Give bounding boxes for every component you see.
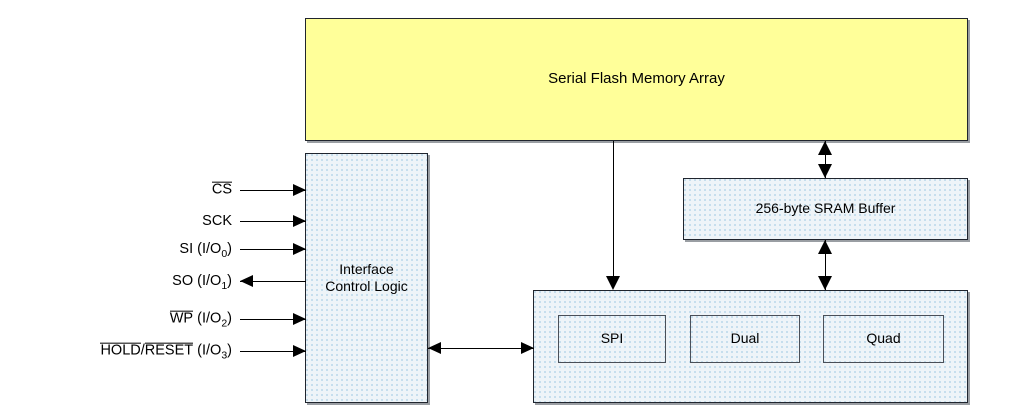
signal-label-hold-reset: HOLD/RESET (I/O3) xyxy=(100,342,232,362)
signal-si-close: ) xyxy=(227,241,232,257)
signal-hold-io: (I/O xyxy=(197,342,222,359)
signal-so-close: ) xyxy=(227,273,232,289)
signal-arrow-hold-reset xyxy=(293,344,306,357)
signal-arrow-cs xyxy=(293,183,306,196)
block-sram-buffer: 256-byte SRAM Buffer xyxy=(683,178,968,240)
interface-control-logic-label-line1: Interface xyxy=(339,260,394,277)
protocol-dual-label: Dual xyxy=(730,330,760,347)
block-serial-flash-memory-array: Serial Flash Memory Array xyxy=(305,18,968,141)
signal-reset-text: RESET xyxy=(144,342,194,359)
connector-line-memory-to-sram xyxy=(825,141,826,178)
signal-arrow-so xyxy=(240,274,253,287)
signal-label-wp: WP (I/O2) xyxy=(169,310,232,330)
signal-so-text: SO xyxy=(172,273,194,289)
signal-label-cs: CS xyxy=(211,181,232,199)
signal-line-si xyxy=(240,249,306,250)
signal-si-text: SI xyxy=(179,241,194,257)
signal-line-sck xyxy=(240,221,306,222)
signal-arrow-wp xyxy=(293,312,306,325)
connector-arrow-up-memory-to-sram xyxy=(817,141,832,155)
signal-sck-text: SCK xyxy=(202,213,232,229)
block-protocol-dual: Dual xyxy=(690,315,800,363)
connector-line-sram-to-protocol xyxy=(825,240,826,290)
interface-control-logic-label-line2: Control Logic xyxy=(325,278,408,294)
block-protocol-spi: SPI xyxy=(558,315,666,363)
connector-arrow-down-memory-to-sram xyxy=(817,164,832,178)
signal-line-wp xyxy=(240,319,306,320)
block-interface-control-logic: Interface Control Logic xyxy=(305,153,428,403)
connector-arrow-down-sram-to-protocol xyxy=(817,276,832,290)
signal-so-io: (I/O xyxy=(197,273,222,289)
signal-hold-text: HOLD xyxy=(100,342,141,359)
connector-arrow-memory-to-protocol xyxy=(605,276,620,290)
signal-si-io: (I/O xyxy=(197,241,222,257)
signal-so-subscript: 1 xyxy=(221,279,228,292)
protocol-quad-label: Quad xyxy=(866,330,901,347)
memory-array-label: Serial Flash Memory Array xyxy=(548,70,725,88)
connector-line-memory-to-protocol xyxy=(613,141,614,276)
signal-arrow-sck xyxy=(293,214,306,227)
signal-hold-close: ) xyxy=(227,342,232,359)
signal-wp-io: (I/O xyxy=(197,310,222,327)
signal-arrow-si xyxy=(293,242,306,255)
signal-si-subscript: 0 xyxy=(221,247,228,260)
signal-hold-subscript: 3 xyxy=(221,349,228,362)
signal-label-si: SI (I/O0) xyxy=(179,241,232,260)
connector-arrow-left-logic-to-protocol xyxy=(428,341,441,354)
signal-slash: / xyxy=(140,342,145,359)
connector-arrow-right-logic-to-protocol xyxy=(521,341,534,354)
signal-cs-text: CS xyxy=(211,181,232,198)
protocol-spi-label: SPI xyxy=(600,330,624,347)
signal-line-so xyxy=(240,281,306,282)
connector-arrow-up-sram-to-protocol xyxy=(817,240,832,254)
signal-label-so: SO (I/O1) xyxy=(172,273,232,292)
signal-wp-text: WP xyxy=(169,310,194,327)
signal-wp-subscript: 2 xyxy=(221,317,228,330)
signal-wp-close: ) xyxy=(227,310,232,327)
signal-line-hold-reset xyxy=(240,351,306,352)
block-protocol-container: SPI Dual Quad xyxy=(533,290,968,403)
connector-line-logic-to-protocol xyxy=(428,348,534,349)
sram-buffer-label: 256-byte SRAM Buffer xyxy=(755,200,896,217)
signal-line-cs xyxy=(240,190,306,191)
signal-label-sck: SCK xyxy=(202,213,232,229)
block-protocol-quad: Quad xyxy=(823,315,944,363)
